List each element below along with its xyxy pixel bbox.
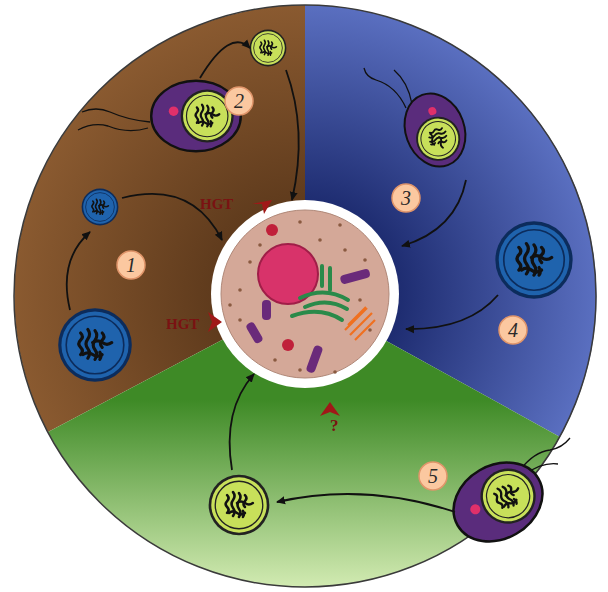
callout-number: 4 — [498, 315, 528, 345]
callout-number-text: 2 — [234, 90, 244, 113]
annotation-label: HGT — [166, 316, 199, 333]
callout-number: 2 — [224, 86, 254, 116]
callout-number-text: 4 — [508, 319, 518, 342]
callout-number: 5 — [418, 461, 448, 491]
callout-number-text: 5 — [428, 465, 438, 488]
callout-number-text: 1 — [126, 254, 136, 277]
callout-number-text: 3 — [401, 187, 411, 210]
callout-number: 1 — [116, 250, 146, 280]
callout-number: 3 — [391, 183, 421, 213]
annotation-label: ? — [330, 416, 339, 436]
annotation-label: HGT — [200, 196, 233, 213]
